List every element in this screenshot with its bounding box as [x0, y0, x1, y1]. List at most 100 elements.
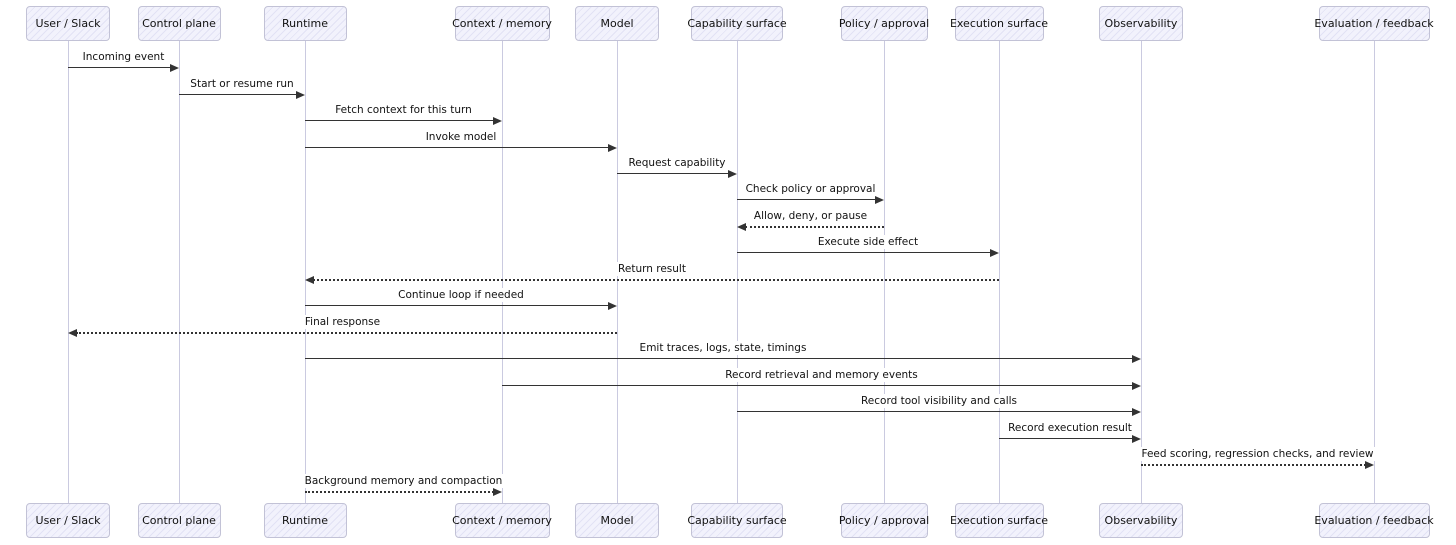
- actor-context-memory-bottom-box: Context / memory: [452, 503, 552, 538]
- message-execute-side-effect-arrowhead: [990, 248, 999, 257]
- message-execute-side-effect-line: [737, 252, 991, 253]
- actor-runtime-bottom-box: Runtime: [263, 503, 347, 538]
- actor-label: User / Slack: [35, 17, 101, 30]
- actor-label: Control plane: [142, 17, 216, 30]
- lifeline-control-plane: [179, 41, 180, 503]
- actor-label: Context / memory: [452, 514, 552, 527]
- actor-label: Capability surface: [687, 514, 787, 527]
- message-record-tool-visibility-label: Record tool visibility and calls: [858, 394, 1020, 408]
- message-record-retrieval-arrowhead: [1132, 381, 1141, 390]
- message-emit-traces-label: Emit traces, logs, state, timings: [637, 341, 809, 355]
- actor-label: Observability: [1104, 17, 1178, 30]
- actor-model-top-box: Model: [575, 6, 659, 41]
- actor-control-plane-bottom-box: Control plane: [137, 503, 221, 538]
- message-fetch-context-label: Fetch context for this turn: [333, 103, 474, 117]
- message-fetch-context-arrowhead: [493, 116, 502, 125]
- actor-runtime-top-box: Runtime: [263, 6, 347, 41]
- actor-evaluation-feedback-bottom-box: Evaluation / feedback: [1314, 503, 1434, 538]
- message-continue-loop-label: Continue loop if needed: [396, 288, 526, 302]
- actor-label: Context / memory: [452, 17, 552, 30]
- message-emit-traces-line: [305, 358, 1133, 359]
- message-invoke-model-arrowhead: [608, 143, 617, 152]
- message-invoke-model-line: [305, 147, 609, 148]
- actor-label: Evaluation / feedback: [1314, 514, 1434, 527]
- actor-capability-surface-top-box: Capability surface: [687, 6, 787, 41]
- message-record-execution-result-line: [999, 438, 1133, 439]
- actor-label: Execution surface: [949, 17, 1049, 30]
- lifeline-observability: [1141, 41, 1142, 503]
- message-record-tool-visibility-arrowhead: [1132, 407, 1141, 416]
- actor-context-memory-top-box: Context / memory: [452, 6, 552, 41]
- message-record-retrieval-label: Record retrieval and memory events: [723, 368, 920, 382]
- actor-execution-surface-top-box: Execution surface: [950, 6, 1048, 41]
- message-check-policy-line: [737, 199, 876, 200]
- actor-label: Policy / approval: [838, 17, 930, 30]
- message-continue-loop-line: [305, 305, 609, 306]
- message-final-response-arrowhead: [68, 328, 77, 337]
- actor-label: Execution surface: [949, 514, 1049, 527]
- message-record-execution-result-arrowhead: [1132, 434, 1141, 443]
- message-background-memory-label: Background memory and compaction: [302, 474, 505, 488]
- message-feed-scoring-arrowhead: [1365, 460, 1374, 469]
- actor-label: Model: [600, 17, 634, 30]
- lifeline-context-memory: [502, 41, 503, 503]
- message-incoming-event-arrowhead: [170, 63, 179, 72]
- message-incoming-event-line: [68, 67, 171, 68]
- message-incoming-event-label: Incoming event: [80, 50, 167, 64]
- actor-user-slack-top-box: User / Slack: [26, 6, 110, 41]
- actor-label: Capability surface: [687, 17, 787, 30]
- actor-label: Runtime: [282, 514, 328, 527]
- message-check-policy-arrowhead: [875, 195, 884, 204]
- actor-model-bottom-box: Model: [575, 503, 659, 538]
- actor-execution-surface-bottom-box: Execution surface: [950, 503, 1048, 538]
- message-feed-scoring-line: [1141, 464, 1366, 466]
- actor-observability-bottom-box: Observability: [1099, 503, 1183, 538]
- actor-policy-approval-top-box: Policy / approval: [838, 6, 930, 41]
- message-background-memory-arrowhead: [493, 487, 502, 496]
- message-return-result-line: [313, 279, 999, 281]
- message-execute-side-effect-label: Execute side effect: [815, 235, 921, 249]
- lifeline-execution-surface: [999, 41, 1000, 503]
- message-request-capability-arrowhead: [728, 169, 737, 178]
- message-request-capability-line: [617, 173, 729, 174]
- actor-control-plane-top-box: Control plane: [137, 6, 221, 41]
- lifeline-user-slack: [68, 41, 69, 503]
- message-allow-deny-pause-arrowhead: [737, 222, 746, 231]
- message-return-result-label: Return result: [616, 262, 688, 276]
- message-request-capability-label: Request capability: [626, 156, 728, 170]
- message-start-or-resume-run-label: Start or resume run: [188, 77, 296, 91]
- message-record-retrieval-line: [502, 385, 1133, 386]
- message-background-memory-line: [305, 491, 494, 493]
- message-return-result-arrowhead: [305, 275, 314, 284]
- message-check-policy-label: Check policy or approval: [743, 182, 878, 196]
- actor-user-slack-bottom-box: User / Slack: [26, 503, 110, 538]
- message-record-tool-visibility-line: [737, 411, 1133, 412]
- lifeline-policy-approval: [884, 41, 885, 503]
- message-feed-scoring-label: Feed scoring, regression checks, and rev…: [1139, 447, 1376, 461]
- lifeline-evaluation-feedback: [1374, 41, 1375, 503]
- actor-evaluation-feedback-top-box: Evaluation / feedback: [1314, 6, 1434, 41]
- message-emit-traces-arrowhead: [1132, 354, 1141, 363]
- actor-capability-surface-bottom-box: Capability surface: [687, 503, 787, 538]
- message-start-or-resume-run-arrowhead: [296, 90, 305, 99]
- message-final-response-label: Final response: [302, 315, 383, 329]
- actor-label: Runtime: [282, 17, 328, 30]
- actor-observability-top-box: Observability: [1099, 6, 1183, 41]
- message-fetch-context-line: [305, 120, 494, 121]
- message-allow-deny-pause-line: [745, 226, 884, 228]
- message-invoke-model-label: Invoke model: [423, 130, 499, 144]
- actor-label: Policy / approval: [838, 514, 930, 527]
- actor-label: Control plane: [142, 514, 216, 527]
- message-start-or-resume-run-line: [179, 94, 297, 95]
- actor-label: User / Slack: [35, 514, 101, 527]
- lifeline-capability-surface: [737, 41, 738, 503]
- message-continue-loop-arrowhead: [608, 301, 617, 310]
- message-final-response-line: [76, 332, 617, 334]
- actor-label: Observability: [1104, 514, 1178, 527]
- lifeline-runtime: [305, 41, 306, 503]
- actor-label: Model: [600, 514, 634, 527]
- message-allow-deny-pause-label: Allow, deny, or pause: [751, 209, 870, 223]
- message-record-execution-result-label: Record execution result: [1006, 421, 1134, 435]
- actor-label: Evaluation / feedback: [1314, 17, 1434, 30]
